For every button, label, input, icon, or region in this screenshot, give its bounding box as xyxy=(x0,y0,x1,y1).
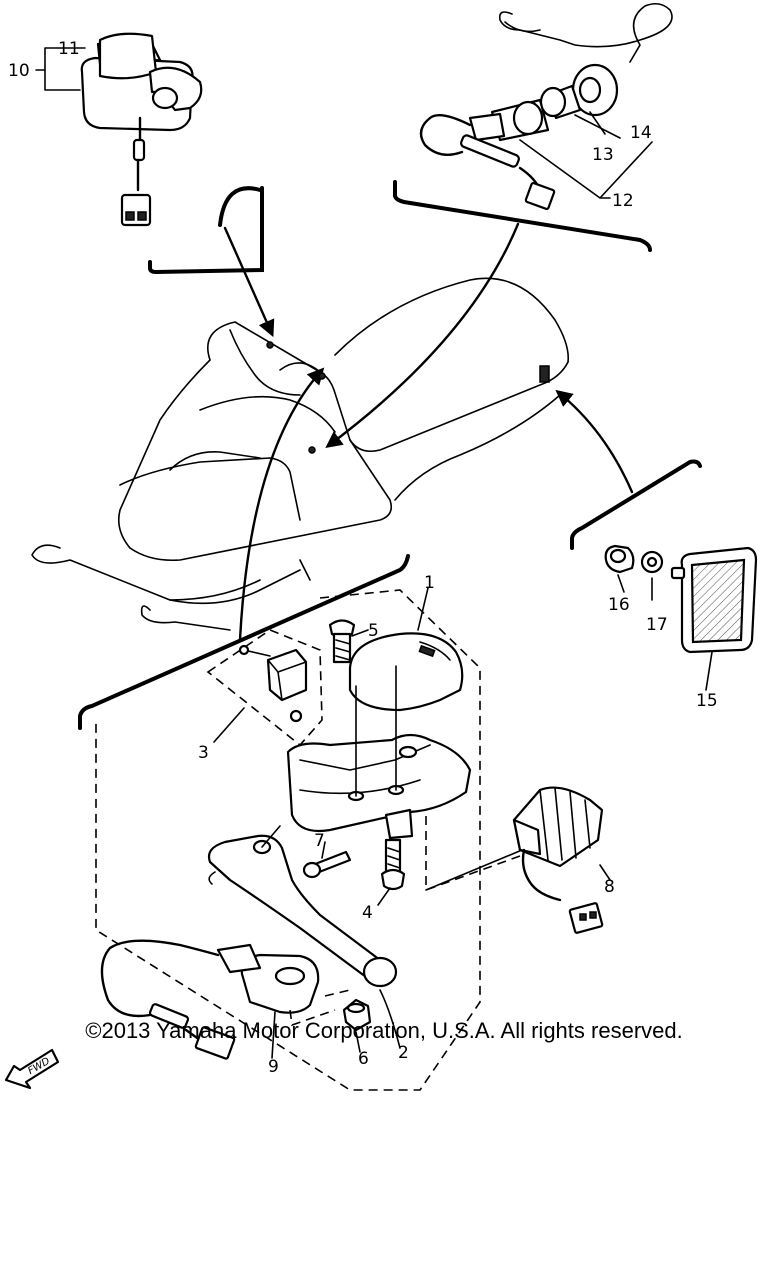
main-switch-assembly xyxy=(419,2,673,211)
callout-8: 8 xyxy=(604,877,615,897)
callout-11: 11 xyxy=(58,39,80,59)
callout-12: 12 xyxy=(612,191,634,211)
callout-2: 2 xyxy=(398,1043,409,1063)
callout-7: 7 xyxy=(314,831,325,851)
relay-assembly xyxy=(35,32,203,227)
bolt-5 xyxy=(328,619,356,664)
switch-housing xyxy=(348,632,464,712)
parts-diagram: FWD 1 2 3 4 5 6 7 8 9 10 11 12 13 14 15 … xyxy=(4,2,758,1091)
callout-3: 3 xyxy=(198,743,209,763)
callout-10: 10 xyxy=(8,61,30,81)
throttle-lever xyxy=(207,825,398,988)
switch-cover-3 xyxy=(238,644,308,723)
relay-8 xyxy=(425,786,604,934)
forward-arrow-icon: FWD xyxy=(4,1048,60,1090)
callout-5: 5 xyxy=(368,621,379,641)
tail-reflector xyxy=(604,544,758,654)
callout-6: 6 xyxy=(358,1049,369,1069)
callout-14: 14 xyxy=(630,123,652,143)
callout-15: 15 xyxy=(696,691,718,711)
callout-13: 13 xyxy=(592,145,614,165)
callout-numbers: 1 2 3 4 5 6 7 8 9 10 11 12 13 14 15 16 1… xyxy=(8,39,718,1077)
callout-9: 9 xyxy=(268,1057,279,1077)
callout-4: 4 xyxy=(362,903,373,923)
bolt-4 xyxy=(380,838,406,891)
snowmobile-body xyxy=(31,277,570,631)
callout-brackets xyxy=(78,180,702,730)
leader-lines xyxy=(213,574,713,1059)
starter-switch xyxy=(100,939,320,1060)
nut-6 xyxy=(289,989,372,1032)
screw-7 xyxy=(302,850,352,879)
copyright-notice: ©2013 Yamaha Motor Corporation, U.S.A. A… xyxy=(85,1018,683,1043)
assembly-outline xyxy=(95,589,481,1091)
callout-1: 1 xyxy=(424,573,435,593)
callout-17: 17 xyxy=(646,615,668,635)
callout-16: 16 xyxy=(608,595,630,615)
throttle-bracket xyxy=(286,665,472,840)
